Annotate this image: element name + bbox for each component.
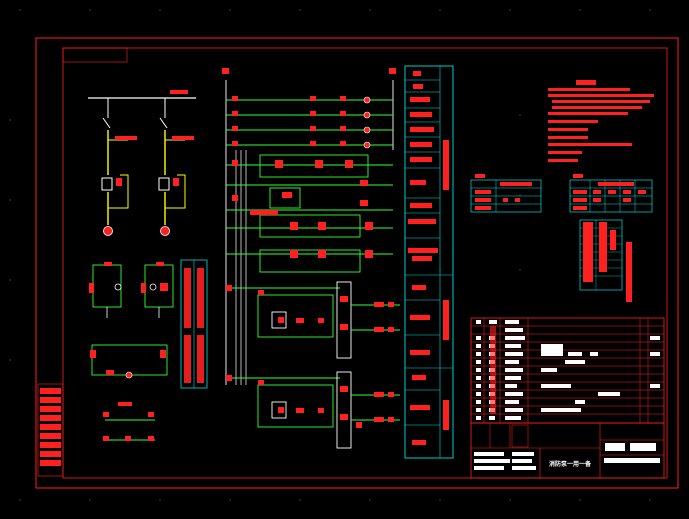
equipment-list-table xyxy=(470,317,665,424)
aux-circuit-3 xyxy=(90,344,168,379)
motor-1-labels xyxy=(226,285,394,332)
indicator-rows xyxy=(226,99,393,146)
motor-2-labels xyxy=(226,375,394,428)
relay-coils xyxy=(232,160,373,258)
title-block: 消防泵一用一备 xyxy=(470,422,665,479)
pump-2-branch xyxy=(158,98,194,236)
level-sensor-legend xyxy=(180,259,208,389)
background-grid-dots xyxy=(9,9,679,501)
control-circuit xyxy=(222,68,400,449)
motor-1-control xyxy=(226,281,400,359)
left-legend-strip xyxy=(37,383,64,477)
terminal-table xyxy=(579,219,632,302)
main-power-circuit xyxy=(88,90,196,236)
aux-circuit-1 xyxy=(89,262,122,318)
drawing-frame xyxy=(35,37,679,489)
design-notes xyxy=(548,80,654,162)
switch-table-2 xyxy=(569,174,653,213)
pump-1-branch xyxy=(101,98,137,236)
drawing-title: 消防泵一用一备 xyxy=(549,460,592,468)
aux-circuit-2 xyxy=(141,262,174,318)
function-description-column xyxy=(404,65,454,459)
switch-table-1 xyxy=(470,174,542,213)
indicator-labels xyxy=(232,96,346,146)
indicator-lamps xyxy=(363,96,371,149)
busbar-label xyxy=(170,90,188,94)
motor-2-control xyxy=(226,371,400,449)
aux-circuit-4 xyxy=(103,402,155,441)
